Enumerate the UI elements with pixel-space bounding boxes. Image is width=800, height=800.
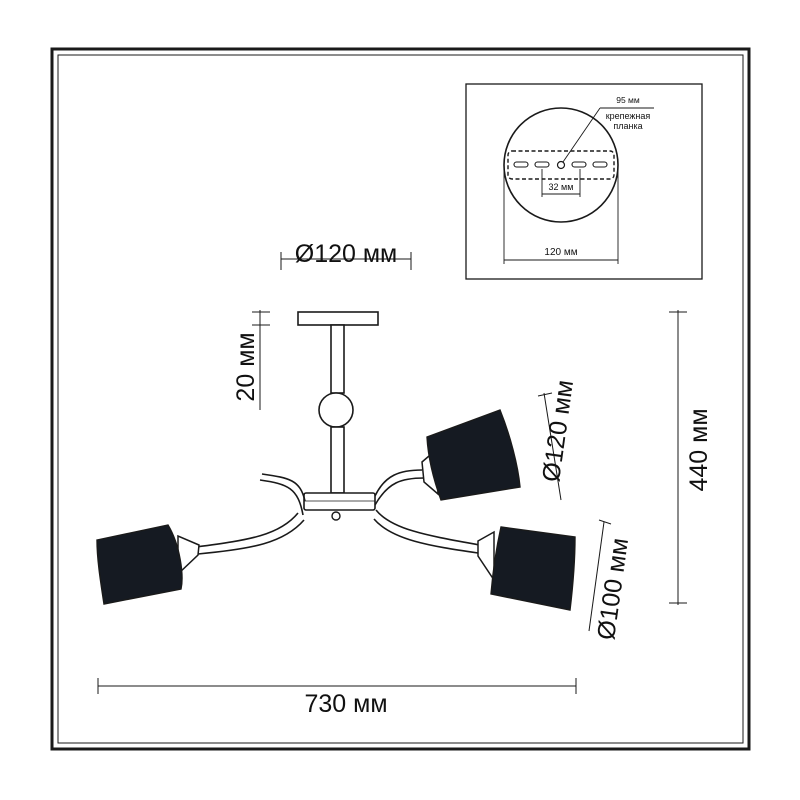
canopy-diameter-label: Ø120 мм [295, 240, 397, 268]
small-shade-diameter-label: Ø100 мм [592, 536, 634, 641]
total-height-label: 440 мм [685, 408, 713, 491]
total-height-dimension [669, 310, 687, 605]
mounting-plate-inset: 95 мм крепежная планка 32 мм 120 мм [465, 83, 703, 280]
lower-right-lamp-shade [490, 526, 576, 611]
hole-spacing-label: 32 мм [549, 182, 574, 192]
stem-lower [330, 426, 345, 494]
left-arm [195, 473, 306, 555]
hub-finial [331, 511, 341, 521]
plate-diameter-label: 120 мм [544, 247, 577, 258]
left-lamp-shade [96, 524, 183, 605]
large-shade-dimension [537, 392, 562, 501]
ceiling-canopy [297, 311, 379, 326]
mounting-slots [513, 161, 608, 168]
center-hole [556, 160, 566, 170]
bar-name-label-1: крепежная [606, 111, 651, 121]
drawing-frame [50, 47, 751, 751]
upper-right-arm [374, 469, 425, 506]
upper-right-lamp-shade [426, 409, 521, 501]
hole-spacing-dimension [541, 169, 581, 197]
bar-leader-line [562, 107, 601, 163]
central-hub [303, 492, 376, 511]
lower-right-socket [477, 530, 495, 583]
canopy-height-label: 20 мм [232, 332, 260, 401]
mounting-slot [534, 161, 550, 168]
plate-diameter-dimension [503, 165, 619, 264]
mounting-slot [592, 161, 608, 168]
canopy-diameter-dimension [280, 252, 412, 270]
total-width-dimension [97, 678, 577, 694]
total-width-label: 730 мм [304, 690, 387, 718]
bar-name-label-2: планка [613, 121, 642, 131]
mounting-slot [571, 161, 587, 168]
stem-ball [318, 392, 354, 428]
lower-right-arm [373, 509, 481, 554]
large-shade-diameter-label: Ø120 мм [537, 378, 579, 483]
stem-upper [330, 324, 345, 394]
canopy-height-dimension [252, 310, 270, 410]
small-shade-dimension [588, 519, 612, 632]
bar-length-label: 95 мм [616, 95, 640, 105]
lamp-fixture [96, 311, 576, 611]
mounting-slot [513, 161, 529, 168]
